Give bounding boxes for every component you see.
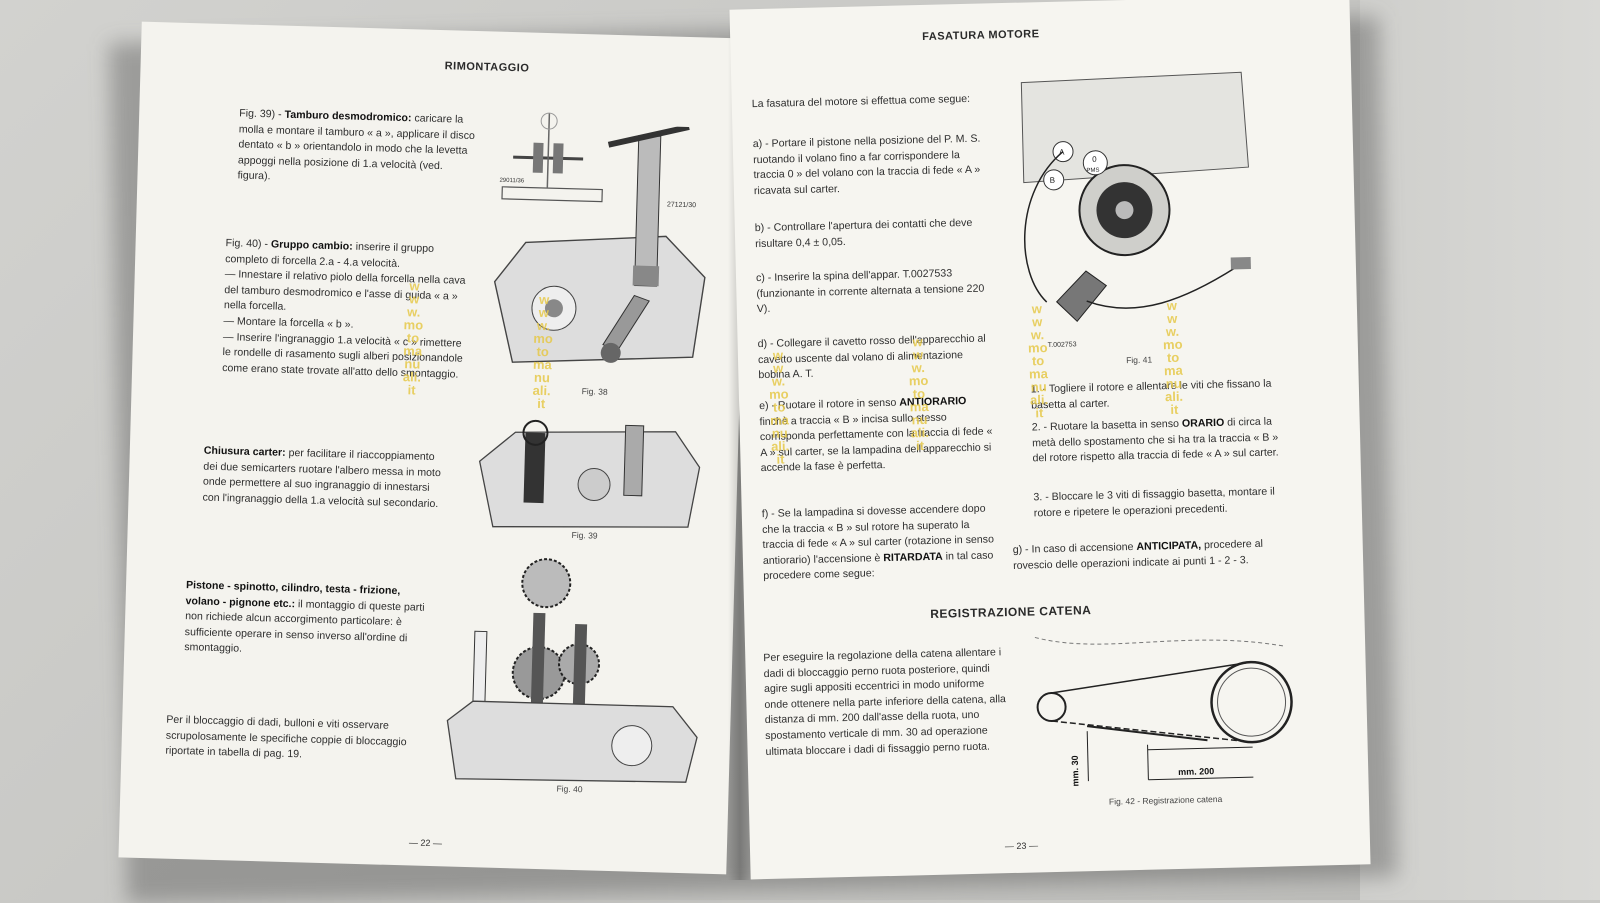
step-g: g) - In caso di accensione ANTICIPATA, p… [1013,536,1284,574]
right-page: FASATURA MOTORE La fasatura del motore s… [729,0,1371,880]
fig40-gearbox-drawing [446,558,698,783]
watermark-text: www.motomanuali.it [1162,297,1184,418]
paragraph-line: — Inserire l'ingranaggio 1.a velocità « … [221,330,463,381]
mark-label-pms: PMS [1086,168,1099,174]
figure-caption: Fig. 39 [571,529,598,541]
tool-code-label: 27121/30 [667,201,696,209]
watermark-text: www.motomanuali.it [908,334,930,454]
page-title: RIMONTAGGIO [444,60,530,75]
bold-term: Chiusura carter: [203,444,286,459]
background-strip [1360,0,1600,900]
mark-label-zero: 0 [1092,155,1097,164]
step-text: g) - In caso di accensione [1012,540,1137,556]
watermark-text: www.motomanuali.it [532,291,554,412]
mark-label-b: B [1050,176,1056,185]
fig38-small-drawing: 29011/36 [499,112,603,203]
page-number: — 23 — [1004,840,1039,852]
substep-1: 1. - Togliere il rotore e allentare le v… [1030,377,1272,412]
figure-caption: Fig. 42 - Registrazione catena [1108,793,1223,807]
paragraph-fig40: Fig. 40) - Gruppo cambio: inserire il gr… [222,236,468,383]
figure-caption: Fig. 40 [556,783,583,795]
dimension-label-200: mm. 200 [1178,766,1214,777]
step-f: f) - Se la lampadina si dovesse accender… [762,501,999,585]
paragraph-chiusura-carter: Chiusura carter: per facilitare il riacc… [202,444,449,513]
watermark-text: www.motomanuali.it [768,347,790,467]
page-number: — 22 — [408,837,443,849]
watermark-text: www.motomanuali.it [1027,301,1049,421]
fig39-drum-drawing [478,419,701,528]
bold-term: ORARIO [1181,416,1225,430]
step-text: 2. - Ruotare la basetta in senso [1031,417,1183,434]
step-a: a) - Portare il pistone nella posizione … [752,132,981,197]
step-b: b) - Controllare l'apertura dei contatti… [754,216,973,250]
fig-ref: Fig. 40) - [225,237,272,251]
tool-code-label: T.002753 [1048,341,1077,349]
fig38-crankcase-drawing: 27121/30 [493,124,706,363]
bold-term: Gruppo cambio: [270,238,353,253]
step-e: e) - Ruotare il rotore in senso ANTIORAR… [759,393,996,477]
step-d: d) - Collegare il cavetto rosso dell'app… [757,332,986,382]
step-c: c) - Inserire la spina dell'appar. T.002… [755,267,985,316]
fig41-ignition-drawing: A B 0 PMS T.002753 [1020,71,1251,349]
paragraph-text: caricare la molla e montare il tamburo «… [237,112,476,183]
dimension-label-30: mm. 30 [1070,755,1081,786]
tool-code-label: 29011/36 [499,178,524,185]
paragraph-fig39: Fig. 39) - Tamburo desmodromico: caricar… [237,106,479,191]
paragraph-catena: Per eseguire la regolazione della catena… [763,646,1007,758]
paragraph-bloccaggio: Per il bloccaggio di dadi, bulloni e vit… [165,713,407,761]
bold-term: ANTICIPATA, [1136,539,1202,553]
left-page: RIMONTAGGIO Fig. 39) - Tamburo desmodrom… [118,21,750,875]
substep-2: 2. - Ruotare la basetta in senso ORARIO … [1032,414,1283,467]
fig-ref: Fig. 39) - [239,107,285,121]
step-text: finchè a traccia « B » incisa sullo stes… [759,411,993,475]
paragraph-line: — Innestare il relativo piolo della forc… [223,268,466,314]
section-subtitle: REGISTRAZIONE CATENA [930,603,1092,621]
figure-caption: Fig. 41 [1126,354,1153,366]
bold-term: RITARDATA [883,550,943,564]
watermark-text: www.motomanuali.it [402,278,424,398]
paragraph-pistone: Pistone - spinotto, cilindro, testa - fr… [184,578,434,663]
page-title: FASATURA MOTORE [922,28,1040,44]
fig42-chain-drawing: mm. 200 mm. 30 [1034,636,1293,787]
intro-text: La fasatura del motore si effettua come … [751,92,971,111]
bold-term: Tamburo desmodromico: [284,108,412,125]
substep-3: 3. - Bloccare le 3 viti di fissaggio bas… [1033,485,1275,520]
figure-caption: Fig. 38 [581,386,608,397]
